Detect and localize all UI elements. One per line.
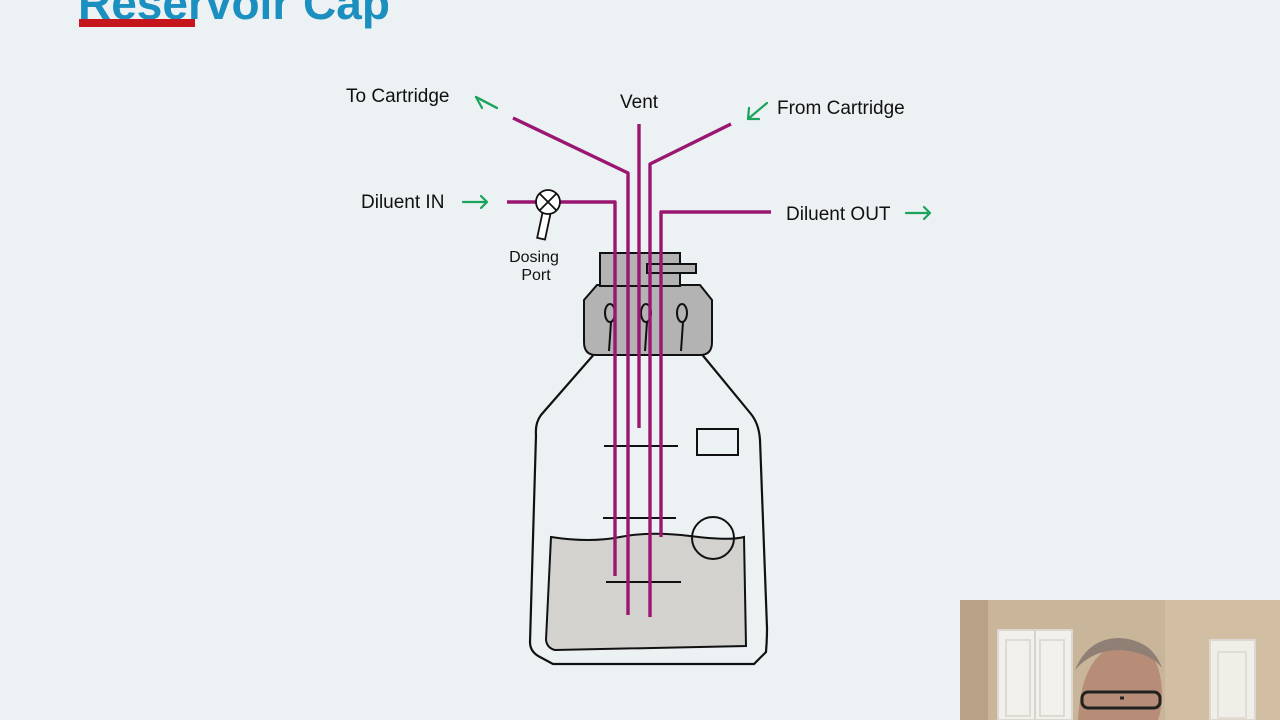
- tubing: [507, 116, 771, 617]
- dosing-port-valve: [535, 189, 561, 241]
- title-underline: [79, 19, 195, 27]
- label-diluent-in: Diluent IN: [361, 192, 444, 213]
- diluent-liquid: [544, 532, 748, 652]
- bottle-label-box: [696, 428, 739, 456]
- tube-diluent-out: [659, 210, 771, 537]
- label-vent: Vent: [620, 92, 659, 113]
- arrow-diluent-in-icon: [461, 194, 489, 210]
- tube-from-cartridge: [648, 122, 732, 617]
- presenter-video-inset: [960, 600, 1280, 720]
- label-diluent-out: Diluent OUT: [786, 204, 891, 225]
- presenter-webcam-image: [960, 600, 1280, 720]
- arrow-from-cartridge-icon: [746, 101, 769, 121]
- arrow-to-cartridge-shaft: [474, 95, 499, 110]
- cap-side-fitting: [646, 263, 697, 274]
- label-dosing-port-line2: Port: [521, 267, 551, 284]
- tube-to-cartridge: [512, 116, 630, 615]
- bottle-outline: [528, 351, 769, 666]
- label-from-cartridge: From Cartridge: [777, 98, 905, 119]
- label-to-cartridge: To Cartridge: [346, 86, 450, 107]
- label-dosing-port-line1: Dosing: [509, 249, 559, 266]
- bottle-circle-mark: [691, 516, 735, 560]
- arrow-diluent-out-icon: [904, 205, 932, 221]
